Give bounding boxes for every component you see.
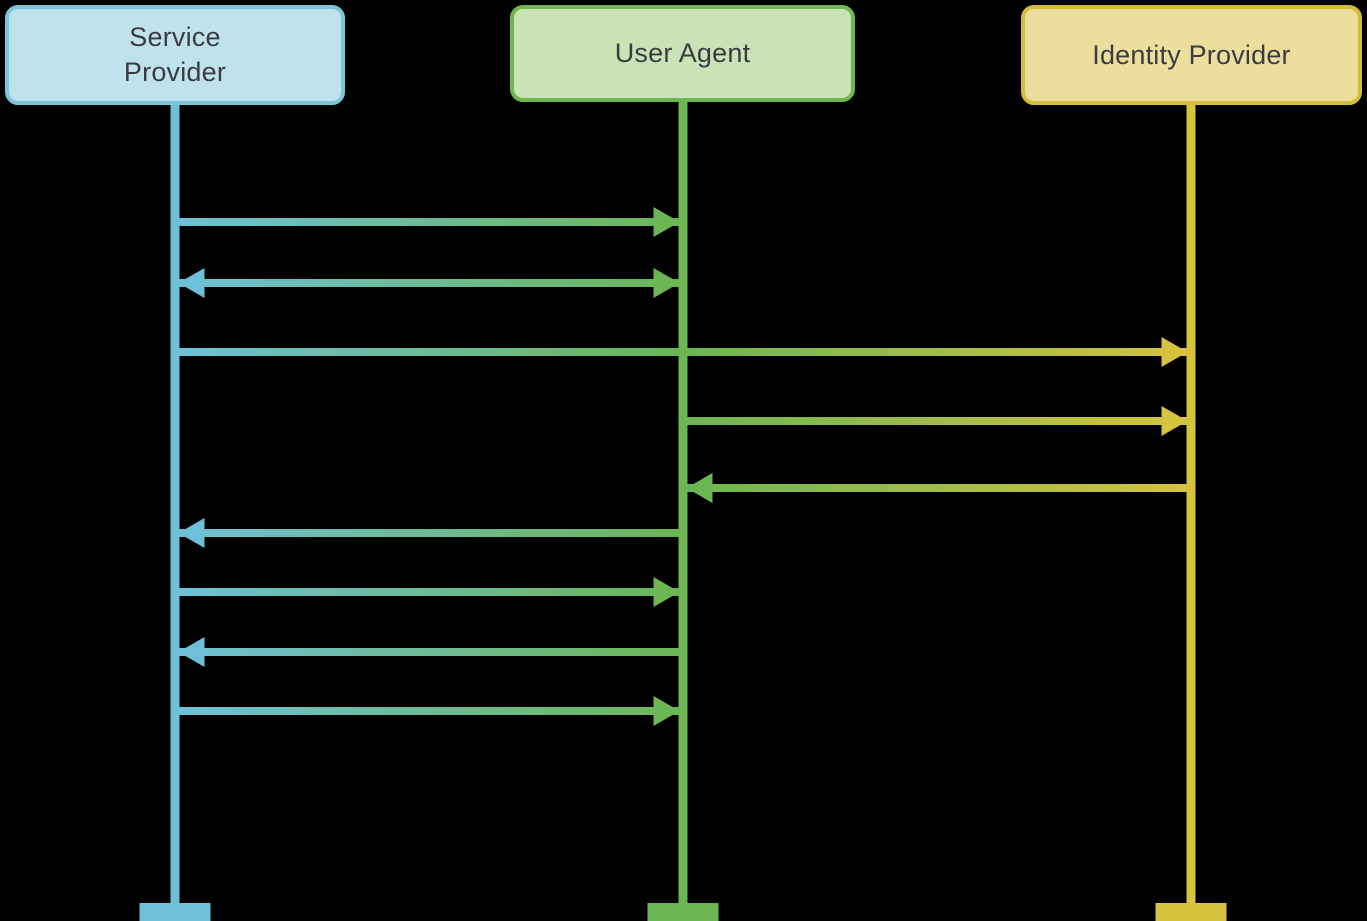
message-arrow-3: [175, 337, 1191, 367]
message-line: [175, 529, 683, 537]
message-arrow-9: [175, 696, 683, 726]
arrowhead-idp: [1161, 406, 1188, 436]
arrowhead-sp: [178, 268, 205, 298]
lifeline-idp: [1186, 100, 1196, 912]
lifeline-sp: [170, 100, 180, 912]
message-arrow-1: [175, 207, 683, 237]
actor-box-user-agent: User Agent: [510, 5, 855, 102]
message-line: [175, 279, 683, 287]
message-arrow-5: [683, 473, 1191, 503]
arrowhead-ua: [653, 577, 680, 607]
message-arrow-2: [175, 268, 683, 298]
message-line: [175, 218, 683, 226]
arrowhead-idp: [1161, 337, 1188, 367]
lifeline-end-bar-ua: [647, 903, 719, 921]
arrowhead-ua: [653, 207, 680, 237]
message-arrow-7: [175, 577, 683, 607]
message-line: [175, 348, 1191, 356]
actor-box-service-provider: Service Provider: [5, 5, 345, 105]
lifeline-end-bar-sp: [139, 903, 211, 921]
lifeline-end-bar-idp: [1155, 903, 1227, 921]
message-line: [175, 588, 683, 596]
message-line: [683, 484, 1191, 492]
actor-box-identity-provider: Identity Provider: [1021, 5, 1362, 105]
message-line: [175, 707, 683, 715]
arrowhead-sp: [178, 518, 205, 548]
message-line: [175, 648, 683, 656]
lifeline-ua: [678, 100, 688, 912]
message-arrow-8: [175, 637, 683, 667]
arrowhead-ua: [653, 696, 680, 726]
arrowhead-ua: [653, 268, 680, 298]
message-arrow-4: [683, 406, 1191, 436]
message-arrow-6: [175, 518, 683, 548]
arrowhead-ua: [686, 473, 713, 503]
message-line: [683, 417, 1191, 425]
arrowhead-sp: [178, 637, 205, 667]
